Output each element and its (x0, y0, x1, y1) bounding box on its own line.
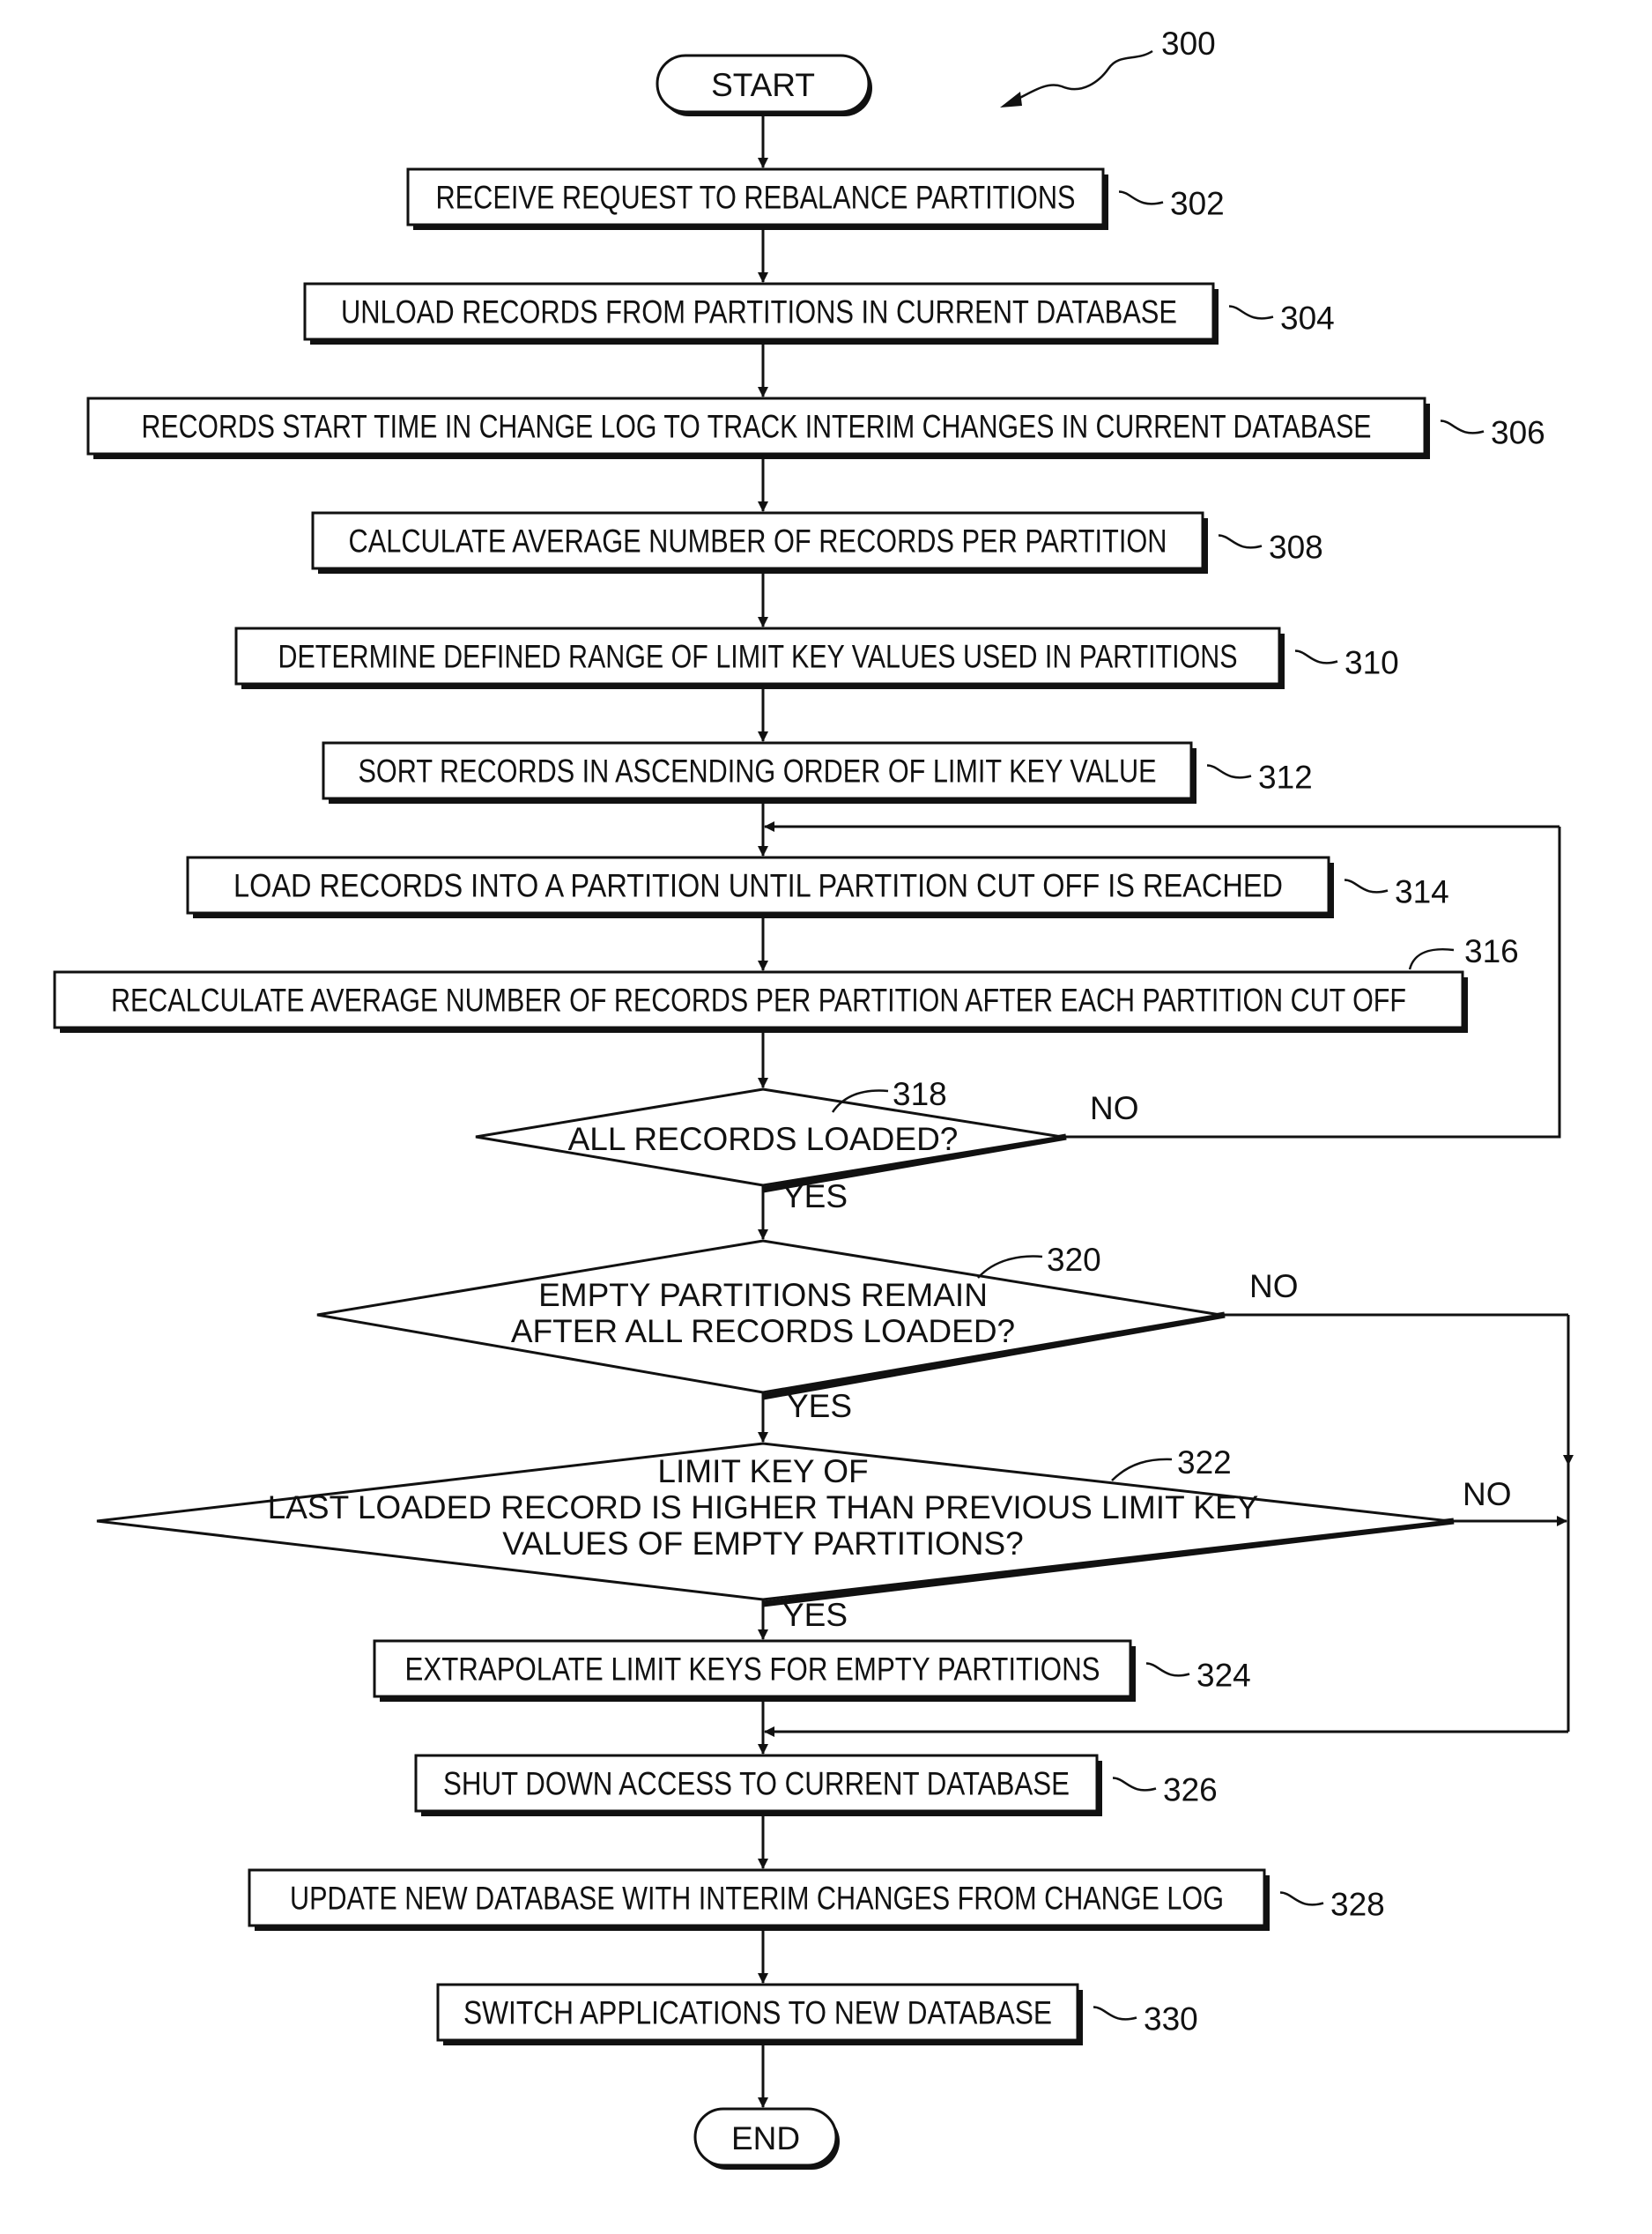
process-step-310: DETERMINE DEFINED RANGE OF LIMIT KEY VAL… (236, 628, 1399, 689)
step-ref: 302 (1170, 186, 1225, 222)
ref-leader (1229, 307, 1273, 319)
decision-label-line: LIMIT KEY OF (657, 1453, 868, 1489)
process-step-302: RECEIVE REQUEST TO REBALANCE PARTITIONS 3… (408, 169, 1225, 230)
ref-leader (1345, 880, 1388, 893)
process-step-308: CALCULATE AVERAGE NUMBER OF RECORDS PER … (313, 513, 1323, 574)
step-ref: 310 (1345, 645, 1399, 681)
step-label: CALCULATE AVERAGE NUMBER OF RECORDS PER … (349, 523, 1167, 560)
process-step-328: UPDATE NEW DATABASE WITH INTERIM CHANGES… (249, 1870, 1385, 1931)
decision-label-line: VALUES OF EMPTY PARTITIONS? (502, 1525, 1023, 1562)
step-ref: 316 (1464, 933, 1519, 969)
step-ref: 328 (1330, 1887, 1385, 1923)
decision-322: LIMIT KEY OFLAST LOADED RECORD IS HIGHER… (97, 1444, 1454, 1604)
step-ref: 326 (1163, 1772, 1218, 1808)
step-label: SHUT DOWN ACCESS TO CURRENT DATABASE (443, 1766, 1070, 1802)
ref-leader (1146, 1664, 1189, 1676)
ref-leader (978, 1257, 1042, 1278)
ref-leader (1112, 1459, 1172, 1481)
end-terminal: END (695, 2109, 840, 2170)
ref-leader (1410, 949, 1454, 969)
step-label: RECEIVE REQUEST TO REBALANCE PARTITIONS (436, 180, 1076, 216)
process-step-326: SHUT DOWN ACCESS TO CURRENT DATABASE 326 (416, 1755, 1218, 1816)
yes-label: YES (782, 1178, 848, 1214)
ref-leader (1113, 1778, 1156, 1791)
figure-ref-300: 300 (1000, 26, 1216, 108)
ref-leader (1441, 421, 1484, 434)
start-label: START (711, 67, 815, 103)
decision-label-line: EMPTY PARTITIONS REMAIN (538, 1277, 988, 1313)
decision-ref: 320 (1047, 1242, 1101, 1278)
step-ref: 330 (1144, 2001, 1198, 2037)
decision-label-line: AFTER ALL RECORDS LOADED? (511, 1313, 1015, 1349)
decision-ref: 322 (1177, 1444, 1232, 1481)
start-terminal: START (657, 56, 872, 116)
step-label: SORT RECORDS IN ASCENDING ORDER OF LIMIT… (359, 753, 1157, 790)
step-ref: 314 (1395, 874, 1449, 910)
decision-320: EMPTY PARTITIONS REMAINAFTER ALL RECORDS… (317, 1241, 1225, 1397)
step-ref: 312 (1258, 760, 1313, 796)
figure-ref-label: 300 (1161, 26, 1216, 62)
step-label: EXTRAPOLATE LIMIT KEYS FOR EMPTY PARTITI… (405, 1651, 1100, 1688)
ref-leader (1295, 651, 1337, 664)
ref-leader (1219, 536, 1262, 548)
step-ref: 308 (1269, 530, 1323, 566)
no-label: NO (1090, 1090, 1139, 1126)
step-label: UNLOAD RECORDS FROM PARTITIONS IN CURREN… (341, 294, 1177, 330)
end-label: END (731, 2120, 800, 2156)
step-label: DETERMINE DEFINED RANGE OF LIMIT KEY VAL… (278, 639, 1238, 675)
ref-leader (1093, 2008, 1137, 2020)
no-label: NO (1463, 1476, 1512, 1512)
step-label: RECALCULATE AVERAGE NUMBER OF RECORDS PE… (111, 983, 1406, 1019)
process-step-330: SWITCH APPLICATIONS TO NEW DATABASE 330 (438, 1985, 1198, 2045)
decision-label-line: ALL RECORDS LOADED? (568, 1121, 959, 1157)
decision-ref: 318 (893, 1076, 947, 1112)
step-label: SWITCH APPLICATIONS TO NEW DATABASE (463, 1995, 1052, 2031)
decision-label-line: LAST LOADED RECORD IS HIGHER THAN PREVIO… (268, 1489, 1259, 1525)
step-ref: 324 (1196, 1658, 1251, 1694)
no-label: NO (1249, 1268, 1299, 1304)
process-step-314: LOAD RECORDS INTO A PARTITION UNTIL PART… (188, 857, 1449, 918)
decision-nodes: ALL RECORDS LOADED? 318EMPTY PARTITIONS R… (97, 1076, 1512, 1633)
ref-leader (1119, 192, 1163, 204)
step-ref: 306 (1491, 415, 1545, 451)
process-step-304: UNLOAD RECORDS FROM PARTITIONS IN CURREN… (305, 284, 1335, 345)
step-ref: 304 (1280, 301, 1335, 337)
step-label: LOAD RECORDS INTO A PARTITION UNTIL PART… (233, 868, 1283, 904)
process-step-316: RECALCULATE AVERAGE NUMBER OF RECORDS PE… (55, 933, 1519, 1033)
step-label: RECORDS START TIME IN CHANGE LOG TO TRAC… (142, 409, 1372, 445)
yes-label: YES (787, 1388, 852, 1424)
process-step-324: EXTRAPOLATE LIMIT KEYS FOR EMPTY PARTITI… (374, 1641, 1251, 1702)
process-step-312: SORT RECORDS IN ASCENDING ORDER OF LIMIT… (323, 743, 1313, 804)
yes-label: YES (782, 1597, 848, 1633)
ref-leader (1207, 766, 1251, 778)
process-step-306: RECORDS START TIME IN CHANGE LOG TO TRAC… (88, 398, 1545, 459)
decision-318: ALL RECORDS LOADED? 318 (476, 1076, 1066, 1190)
step-label: UPDATE NEW DATABASE WITH INTERIM CHANGES… (290, 1881, 1224, 1917)
ref-leader (1280, 1893, 1323, 1905)
